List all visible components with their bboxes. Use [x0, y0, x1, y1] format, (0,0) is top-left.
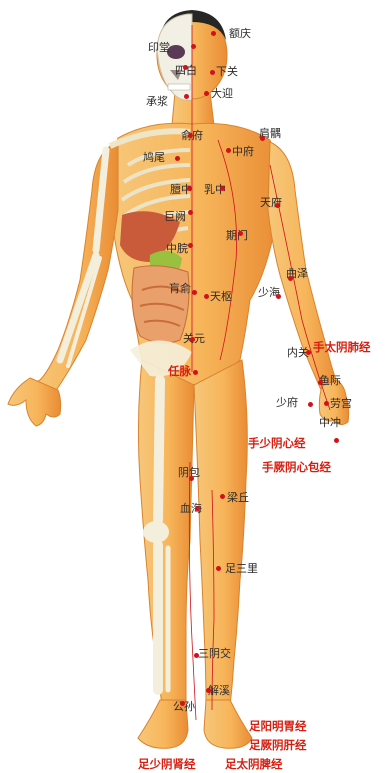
point-gong-sun [180, 701, 185, 706]
point-cheng-jiang [184, 94, 189, 99]
point-yu-ji [318, 380, 323, 385]
point-zhong-wan [188, 243, 193, 248]
point-yin-tang [191, 44, 196, 49]
label-da-ying: 大迎 [211, 88, 233, 100]
point-xia-guan [210, 70, 215, 75]
label-m-liver: 足厥阴肝经 [249, 739, 307, 751]
point-guan-yuan [190, 337, 195, 342]
point-jie-xi [206, 688, 211, 693]
point-lao-gong [324, 401, 329, 406]
point-da-ying [204, 91, 209, 96]
label-e-qing: 额庆 [229, 28, 251, 40]
point-ren-mai [193, 370, 198, 375]
label-ren-mai: 任脉 [168, 365, 191, 377]
point-zu-san-li [216, 566, 221, 571]
label-lao-gong: 劳宫 [330, 398, 352, 410]
label-jiu-wei: 鸠尾 [143, 152, 165, 164]
point-zhong-chong [334, 438, 339, 443]
label-m-heart: 手少阴心经 [248, 437, 306, 449]
point-san-yin-jiao [194, 653, 199, 658]
label-qi-men: 期门 [226, 230, 248, 242]
point-yin-bao [189, 476, 194, 481]
point-huang-shu [192, 290, 197, 295]
point-si-bai [183, 65, 188, 70]
label-shao-fu: 少府 [276, 397, 298, 409]
label-m-kidney: 足少阴肾经 [138, 758, 196, 770]
point-tian-fu [275, 203, 280, 208]
label-zhong-chong: 中冲 [319, 417, 341, 429]
label-jie-xi: 解溪 [208, 685, 230, 697]
point-qu-ze [288, 276, 293, 281]
point-liang-qiu [220, 494, 225, 499]
point-jiu-wei [175, 156, 180, 161]
label-m-lung: 手太阴肺经 [313, 341, 371, 353]
point-nei-guan [306, 350, 311, 355]
point-qi-men [238, 231, 243, 236]
label-cheng-jiang: 承浆 [146, 96, 168, 108]
label-san-yin-jiao: 三阴交 [198, 648, 231, 660]
label-zhong-wan: 中脘 [166, 243, 188, 255]
label-m-spleen: 足太阴脾经 [225, 758, 283, 770]
point-e-qing [211, 31, 216, 36]
point-ju-que [188, 210, 193, 215]
point-xue-hai [195, 506, 200, 511]
label-zhong-fu: 中府 [232, 146, 254, 158]
point-ru-zhong [220, 186, 225, 191]
point-shao-fu [308, 402, 313, 407]
point-zhong-fu [226, 148, 231, 153]
point-jian-yu [260, 136, 265, 141]
label-xia-guan: 下关 [216, 66, 238, 78]
point-tian-shu [204, 294, 209, 299]
label-huang-shu: 肓俞 [169, 283, 191, 295]
label-zu-san-li: 足三里 [225, 563, 258, 575]
label-ju-que: 巨阙 [164, 211, 186, 223]
point-shu-fu [188, 133, 193, 138]
label-m-stomach: 足阳明胃经 [249, 720, 307, 732]
point-shao-hai [276, 294, 281, 299]
label-m-pericardium: 手厥阴心包经 [262, 461, 331, 473]
label-yin-tang: 印堂 [148, 42, 170, 54]
label-tian-shu: 天枢 [210, 291, 232, 303]
body-silhouette [8, 11, 349, 748]
point-tan-zhong [187, 186, 192, 191]
label-liang-qiu: 梁丘 [227, 492, 249, 504]
